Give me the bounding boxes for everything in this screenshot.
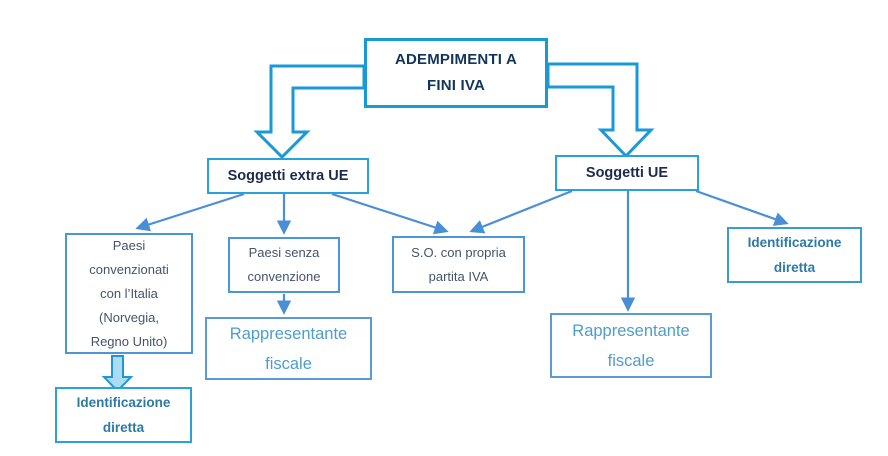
node-so-con-propria-partita-iva: S.O. con propria partita IVA bbox=[392, 236, 525, 293]
node-soggetti-extra-ue: Soggetti extra UE bbox=[207, 158, 369, 194]
node-label: S.O. con propria partita IVA bbox=[411, 244, 506, 284]
node-identificazione-diretta-left: Identificazione diretta bbox=[55, 387, 192, 443]
node-identificazione-diretta-right: Identificazione diretta bbox=[727, 227, 862, 283]
node-label: Paesi convenzionati con l’Italia (Norveg… bbox=[89, 237, 169, 349]
node-label: Soggetti UE bbox=[585, 165, 669, 181]
block-arrow-paesi-conv-to-identificazione-sx bbox=[101, 355, 134, 393]
node-adempimenti-fini-iva: ADEMPIMENTI A FINI IVA bbox=[364, 38, 548, 108]
edge-extra-ue-to-so bbox=[331, 192, 449, 235]
edge-ue-to-so bbox=[469, 189, 573, 234]
node-rappresentante-fiscale-left: Rappresentante fiscale bbox=[205, 317, 372, 380]
block-arrow-root-to-extra-ue bbox=[253, 64, 366, 160]
node-label: Rappresentante fiscale bbox=[572, 321, 690, 370]
node-label: Rappresentante fiscale bbox=[229, 324, 348, 373]
node-label: ADEMPIMENTI A FINI IVA bbox=[394, 51, 518, 94]
node-soggetti-ue: Soggetti UE bbox=[555, 155, 699, 191]
edge-extra-ue-to-paesi-convenzionati bbox=[135, 192, 245, 232]
node-label: Soggetti extra UE bbox=[227, 168, 349, 184]
block-arrow-root-to-ue bbox=[546, 62, 655, 159]
node-label: Identificazione diretta bbox=[76, 395, 171, 435]
node-rappresentante-fiscale-right: Rappresentante fiscale bbox=[550, 313, 712, 378]
node-label: Paesi senza convenzione bbox=[247, 245, 321, 284]
node-paesi-senza-convenzione: Paesi senza convenzione bbox=[228, 237, 340, 293]
edge-ue-to-identificazione-dx bbox=[695, 189, 789, 226]
node-paesi-convenzionati: Paesi convenzionati con l’Italia (Norveg… bbox=[65, 233, 193, 354]
node-label: Identificazione diretta bbox=[747, 235, 842, 275]
